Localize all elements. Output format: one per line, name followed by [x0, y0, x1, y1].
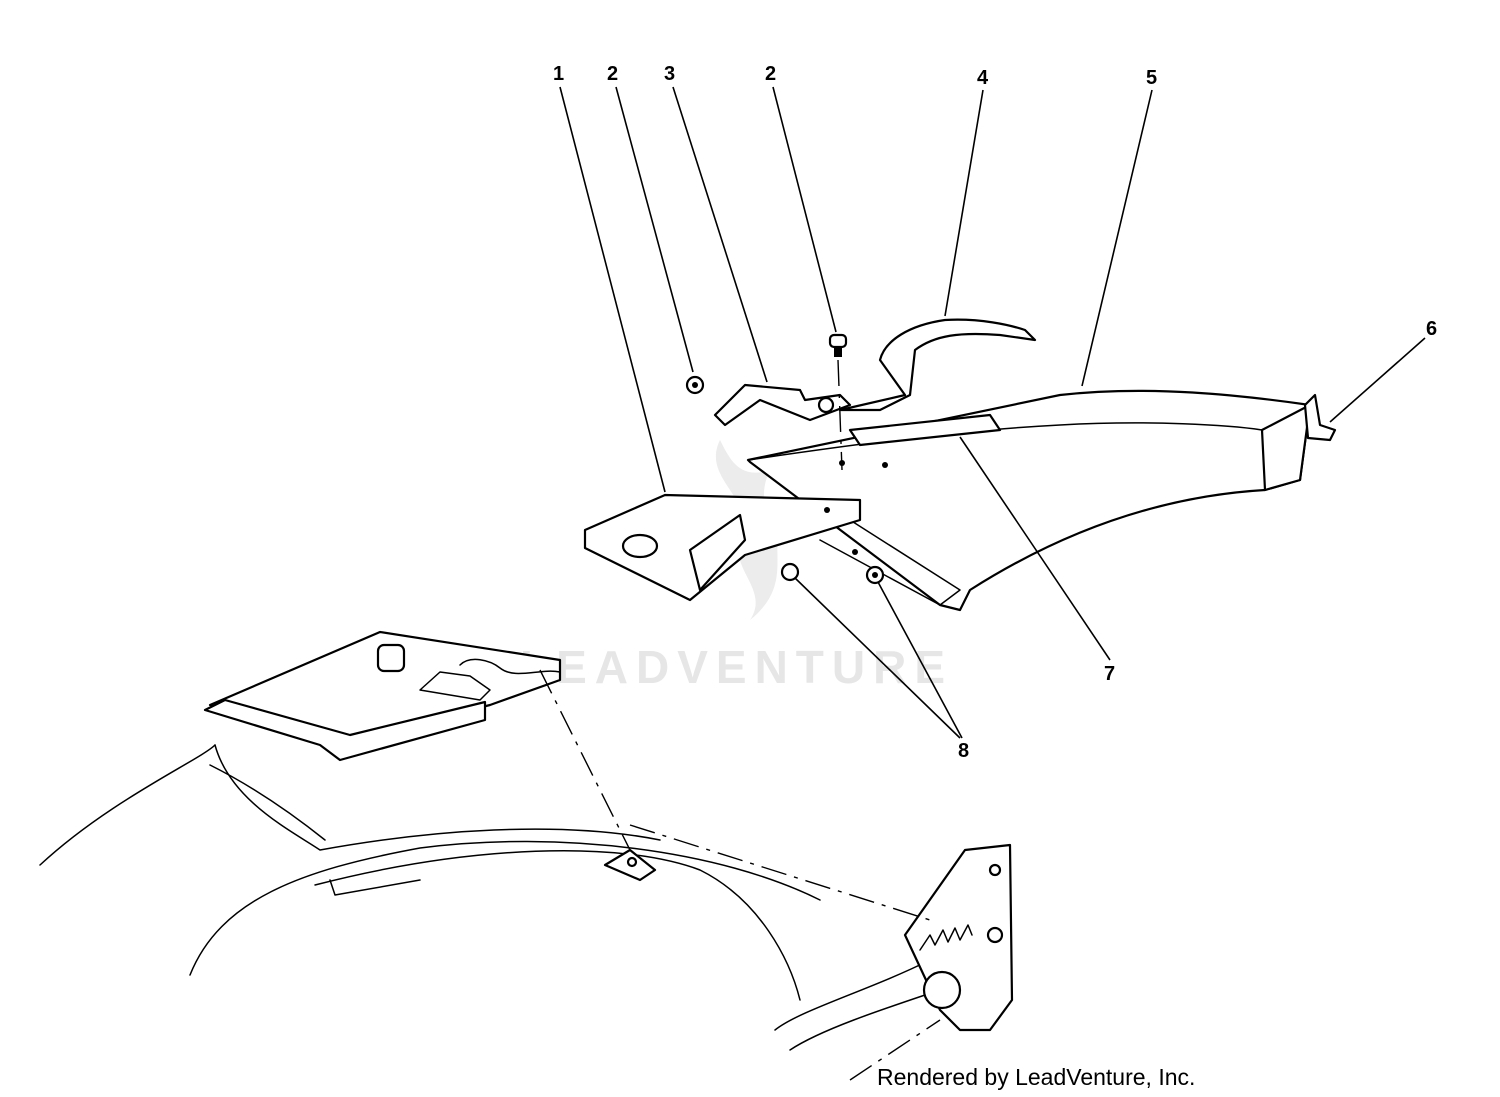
leader-1 — [559, 86, 666, 493]
adjust-wheel-hub — [922, 970, 962, 1010]
nut-right-center — [872, 572, 878, 578]
deck-side-edge — [774, 959, 931, 1031]
screw-shank — [834, 347, 842, 357]
callout-5: 5 — [1146, 67, 1157, 89]
callout-2a: 2 — [607, 63, 618, 85]
chute-assembly — [583, 318, 1337, 612]
chute-hole — [839, 460, 845, 466]
leader-2a — [615, 86, 694, 373]
callouts: 1 2 3 2 4 5 6 7 8 — [553, 63, 1437, 762]
bracket-hole — [817, 396, 835, 414]
leader-7 — [959, 436, 1111, 661]
deck-bottom-line — [849, 1019, 941, 1081]
chute-end-flange — [1260, 403, 1312, 492]
callout-8: 8 — [958, 740, 969, 762]
chute-top-face — [747, 422, 1263, 461]
leader-6 — [1329, 337, 1426, 423]
mount-latch — [419, 671, 491, 701]
handle-bar — [203, 698, 487, 762]
deck-mount-hole — [626, 856, 638, 868]
alignment-line-right — [629, 824, 931, 921]
deck-inner-curve — [189, 840, 821, 976]
leader-4 — [944, 89, 984, 317]
chute-bracket — [713, 383, 852, 427]
mount-spring — [459, 658, 561, 675]
alignment-lines — [539, 669, 931, 921]
deck-shoulder — [214, 744, 661, 851]
deck-outer-curve — [39, 744, 216, 866]
deflector-hole — [621, 533, 659, 559]
callout-1: 1 — [553, 63, 564, 85]
screw-axis-line — [837, 359, 843, 471]
mower-deck — [39, 630, 1014, 1081]
screw-slot — [692, 382, 698, 388]
leader-lines — [559, 86, 1426, 739]
adjust-notches — [919, 924, 973, 951]
chute-decal — [848, 413, 1002, 447]
adjust-bolt — [986, 926, 1004, 944]
screw-left — [685, 375, 705, 395]
screw-head — [828, 333, 848, 349]
callout-6: 6 — [1426, 318, 1437, 340]
watermark-text: LEADVENTURE — [520, 641, 953, 693]
leader-2b — [772, 86, 837, 333]
chute-handle — [838, 318, 1037, 412]
alignment-line-left — [539, 669, 631, 851]
callout-2b: 2 — [765, 63, 776, 85]
deck-step — [329, 879, 421, 896]
callout-4: 4 — [977, 67, 989, 89]
chute-hole — [852, 549, 858, 555]
mount-post — [376, 643, 406, 673]
deck-main-arc — [314, 850, 801, 1001]
leader-8b — [877, 581, 963, 739]
chute-hole — [824, 507, 830, 513]
leader-3 — [672, 86, 768, 383]
deck-rear-edge — [209, 764, 326, 841]
callout-7: 7 — [1104, 663, 1115, 685]
chute-clip — [1303, 393, 1337, 442]
adjust-pivot — [988, 863, 1002, 877]
screw-right — [828, 333, 848, 357]
chute-hole — [882, 462, 888, 468]
chute-body — [746, 389, 1312, 612]
nut-left — [780, 562, 800, 582]
deck-lower-edge — [789, 989, 941, 1051]
credit-text: Rendered by LeadVenture, Inc. — [877, 1064, 1195, 1090]
callout-3: 3 — [664, 63, 675, 85]
leader-8a — [794, 577, 961, 739]
deflector-hinge — [688, 513, 747, 592]
leader-5 — [1081, 89, 1153, 387]
